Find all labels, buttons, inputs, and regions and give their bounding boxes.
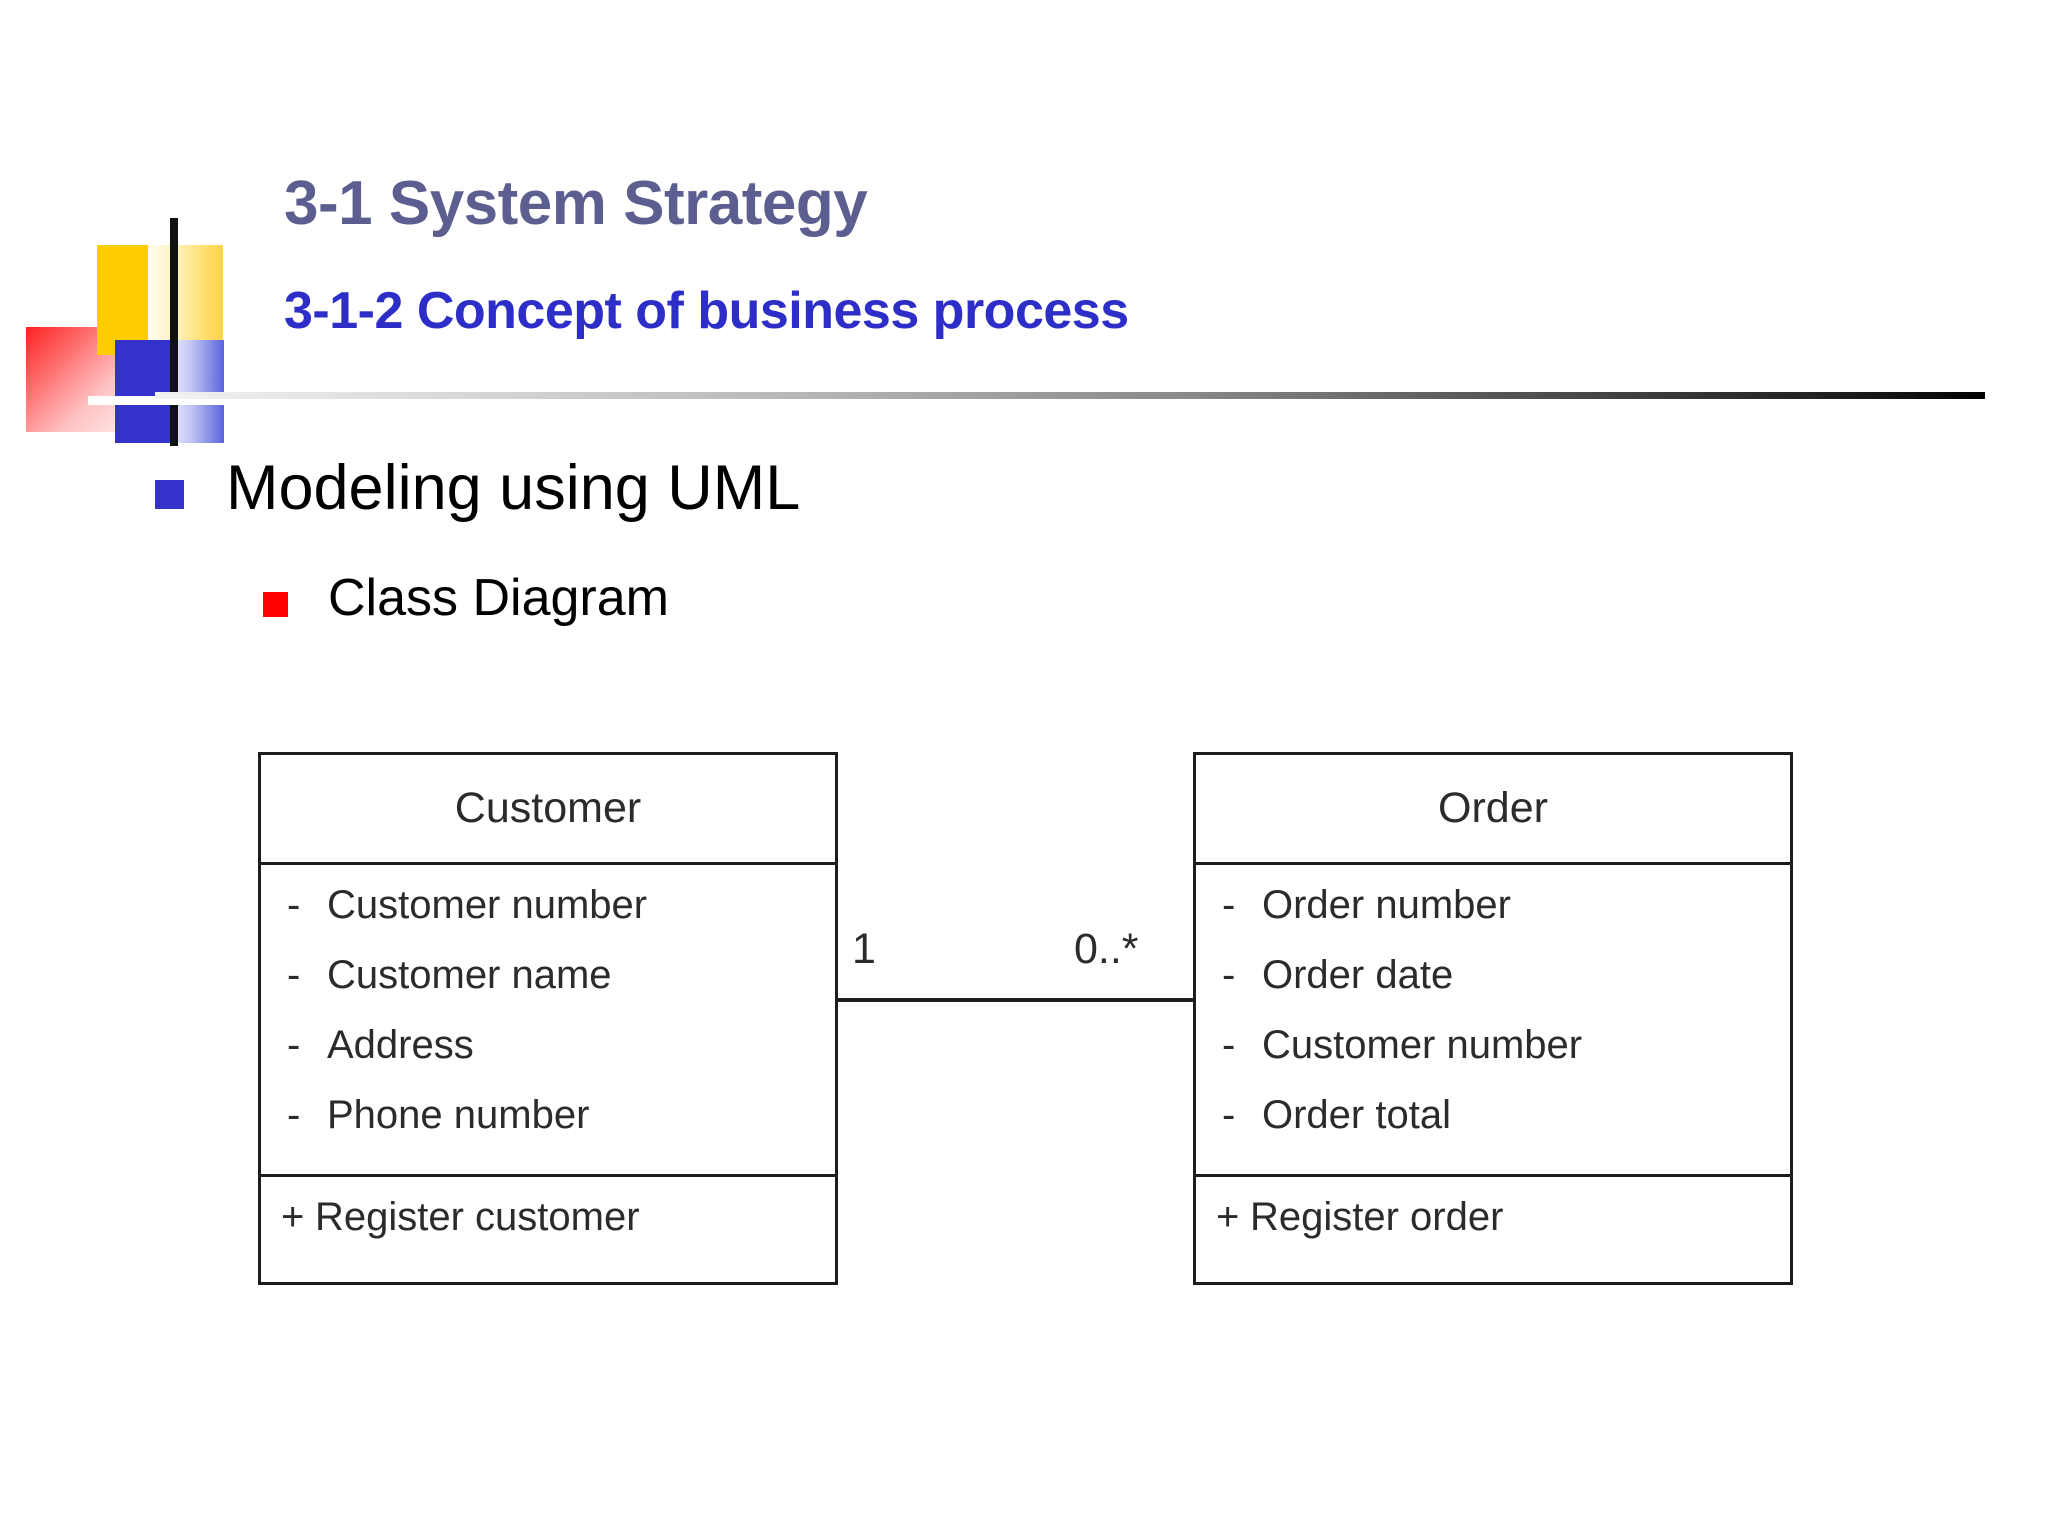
- uml-attribute-compartment: - Order number - Order date - Customer n…: [1196, 865, 1790, 1177]
- visibility-marker: +: [1216, 1195, 1240, 1239]
- uml-operation-row: + Register order: [1216, 1195, 1790, 1265]
- uml-operation-label: Register order: [1250, 1195, 1504, 1239]
- decoration-blue-gradient-square-top: [172, 340, 224, 401]
- uml-attribute-label: Order number: [1262, 883, 1511, 927]
- square-bullet-icon: [263, 592, 288, 617]
- slide-title-secondary: 3-1-2 Concept of business process: [284, 282, 1129, 340]
- visibility-marker: -: [1222, 883, 1236, 927]
- uml-attribute-row: - Order total: [1222, 1093, 1790, 1163]
- uml-operation-row: + Register customer: [281, 1195, 835, 1265]
- decoration-vertical-line: [170, 218, 178, 446]
- bullet-item-level1: Modeling using UML: [155, 456, 800, 520]
- uml-attribute-label: Customer name: [327, 953, 612, 997]
- uml-attribute-label: Order total: [1262, 1093, 1451, 1137]
- uml-attribute-row: - Customer number: [1222, 1023, 1790, 1093]
- uml-attribute-row: - Customer name: [287, 953, 835, 1023]
- uml-class-customer: Customer - Customer number - Customer na…: [258, 752, 838, 1285]
- bullet-item-level2: Class Diagram: [263, 569, 669, 627]
- visibility-marker: +: [281, 1195, 305, 1239]
- decoration-white-strip: [88, 396, 288, 405]
- visibility-marker: -: [1222, 953, 1236, 997]
- uml-operation-label: Register customer: [315, 1195, 640, 1239]
- visibility-marker: -: [287, 1093, 301, 1137]
- uml-attribute-row: - Address: [287, 1023, 835, 1093]
- decoration-yellow-gradient-square: [148, 245, 223, 355]
- uml-attribute-label: Phone number: [327, 1093, 590, 1137]
- uml-attribute-compartment: - Customer number - Customer name - Addr…: [261, 865, 835, 1177]
- visibility-marker: -: [287, 1023, 301, 1067]
- uml-attribute-label: Customer number: [1262, 1023, 1583, 1067]
- uml-class-name: Order: [1196, 755, 1790, 865]
- bullet-label-level2: Class Diagram: [328, 569, 669, 627]
- decoration-blue-square-bottom: [115, 405, 172, 443]
- slide-title-primary: 3-1 System Strategy: [284, 169, 868, 238]
- uml-operation-compartment: + Register customer: [261, 1177, 835, 1265]
- uml-association-line: [838, 998, 1193, 1002]
- uml-attribute-row: - Order number: [1222, 883, 1790, 953]
- visibility-marker: -: [287, 883, 301, 927]
- visibility-marker: -: [1222, 1023, 1236, 1067]
- uml-attribute-label: Address: [327, 1023, 474, 1067]
- visibility-marker: -: [287, 953, 301, 997]
- uml-class-order: Order - Order number - Order date - Cust…: [1193, 752, 1793, 1285]
- uml-attribute-row: - Customer number: [287, 883, 835, 953]
- uml-operation-compartment: + Register order: [1196, 1177, 1790, 1265]
- uml-class-name: Customer: [261, 755, 835, 865]
- uml-multiplicity-target: 0..*: [1074, 925, 1139, 973]
- decoration-blue-square-top: [115, 340, 172, 401]
- uml-attribute-label: Customer number: [327, 883, 648, 927]
- uml-multiplicity-source: 1: [852, 925, 876, 973]
- uml-attribute-row: - Order date: [1222, 953, 1790, 1023]
- visibility-marker: -: [1222, 1093, 1236, 1137]
- uml-attribute-label: Order date: [1262, 953, 1454, 997]
- title-divider-rule: [155, 392, 1985, 399]
- uml-attribute-row: - Phone number: [287, 1093, 835, 1163]
- decoration-blue-gradient-square-bottom: [172, 405, 224, 443]
- square-bullet-icon: [155, 480, 184, 509]
- bullet-label-level1: Modeling using UML: [226, 453, 801, 523]
